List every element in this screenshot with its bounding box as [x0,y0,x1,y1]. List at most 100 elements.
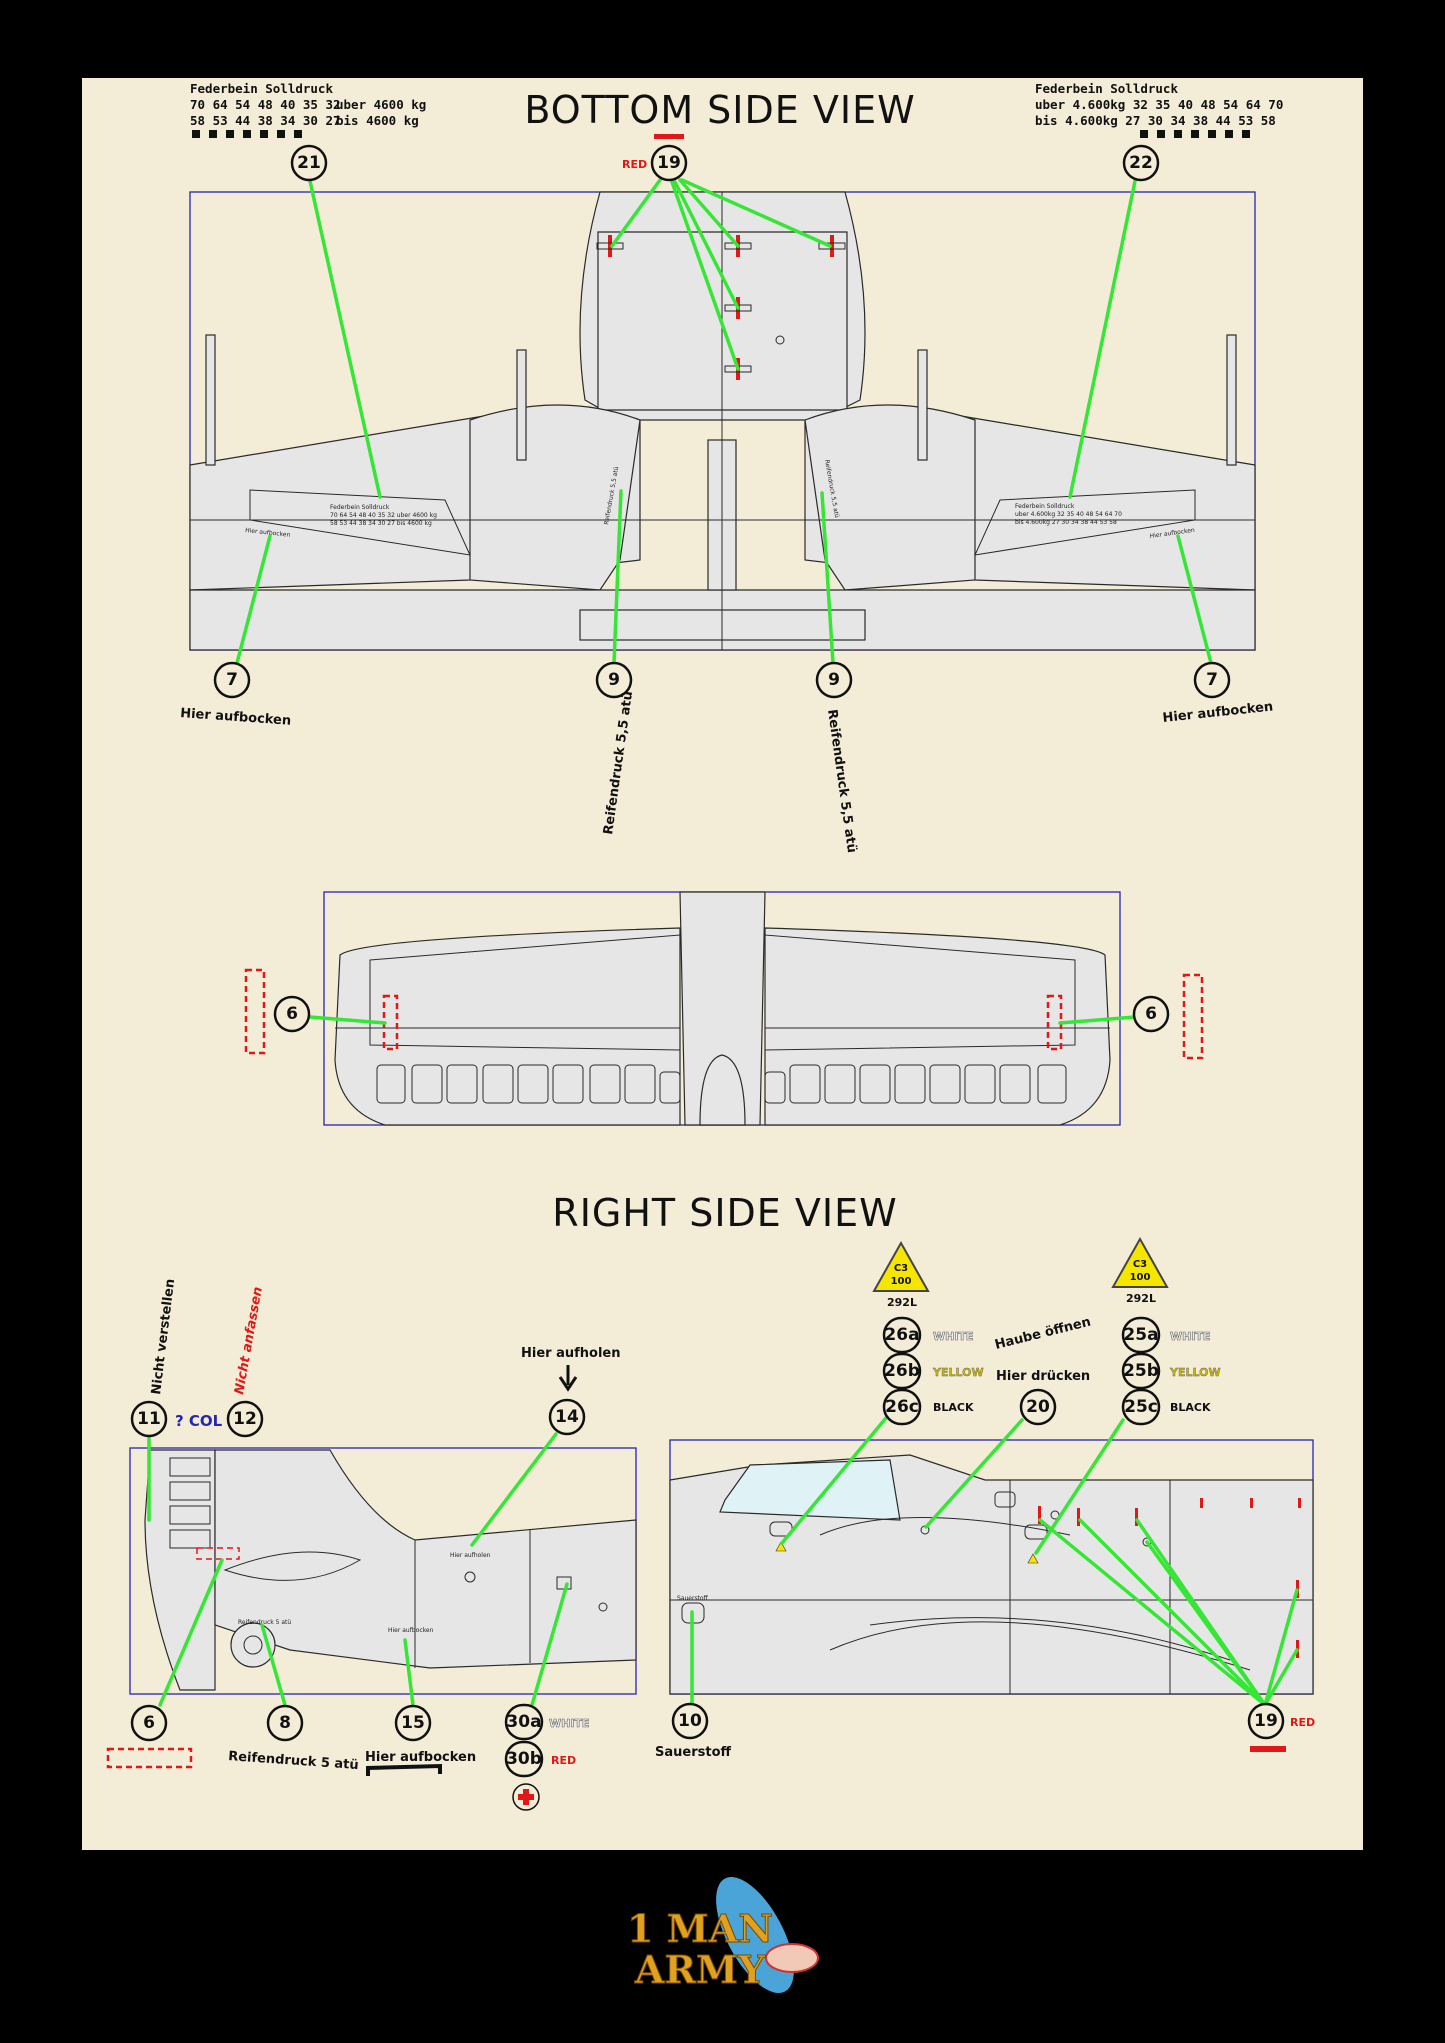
callout-8: 8 [266,1704,304,1742]
black-label: BLACK [1170,1401,1211,1414]
reifendruck-right: Reifendruck 5,5 atü [824,708,859,853]
leader [308,1015,387,1025]
callout-25b: 25b [1121,1352,1161,1390]
dashed-panel-marker [244,968,266,1055]
svg-text:9: 9 [608,670,620,690]
red-stripe-marker [654,134,684,139]
rear-fuselage-leaders [147,1432,569,1707]
svg-text:Hier aufbocken: Hier aufbocken [245,527,291,539]
callout-7-left: 7 [213,661,251,699]
table-heading: Federbein Solldruck [1035,81,1178,96]
white-label: WHITE [933,1330,973,1343]
logo-line-2: ARMY [634,1947,766,1992]
callout-25c: 25c [1121,1388,1161,1426]
callout-7-right: 7 [1193,661,1231,699]
reifendruck-5-label: Reifendruck 5 atü [228,1749,359,1773]
callout-26b: 26b [882,1352,922,1390]
arrow-down-icon [558,1365,578,1392]
svg-text:11: 11 [137,1409,161,1429]
svg-text:6: 6 [143,1713,155,1733]
callout-21: 21 [290,144,328,182]
one-man-army-logo: 1 MAN ARMY [627,1876,819,1994]
col-label: ? COL [175,1412,223,1430]
fuel-c3-triangle-left: C3 100 292L [872,1240,930,1309]
cockpit-drawing: Sauerstoff [669,1454,1314,1695]
svg-text:30a: 30a [506,1712,541,1732]
table-swatches [1140,130,1250,138]
table-row: bis 4.600kg 27 30 34 38 44 53 58 [1035,113,1276,128]
svg-text:Federbein Solldruck: Federbein Solldruck [1015,503,1075,510]
svg-text:100: 100 [1130,1272,1151,1283]
svg-text:10: 10 [678,1711,702,1731]
svg-text:9: 9 [828,670,840,690]
svg-text:Federbein Solldruck: Federbein Solldruck [330,504,390,511]
svg-text:Sauerstoff: Sauerstoff [677,1595,709,1602]
nicht-anfassen-label: Nicht anfassen [232,1286,266,1396]
hier-aufbocken-left: Hier aufbocken [180,706,292,729]
callout-10: 10 [671,1702,709,1740]
table-weight: bis 4600 kg [336,113,419,128]
svg-text:26c: 26c [885,1397,919,1417]
svg-text:7: 7 [226,670,238,690]
svg-text:6: 6 [1145,1004,1157,1024]
svg-text:58 53 44 38 34 30 27 bis: 58 53 44 38 34 30 27 bis 4600 kg [330,520,432,527]
callout-20: 20 [1019,1388,1057,1426]
svg-text:Hier aufholen: Hier aufholen [450,1552,491,1559]
svg-text:292L: 292L [1126,1292,1156,1305]
svg-text:Hier aufbocken: Hier aufbocken [388,1627,434,1634]
haube-offnen-label: Haube öffnen [993,1315,1092,1353]
right-view-title: RIGHT SIDE VIEW [552,1191,897,1235]
svg-text:C3: C3 [894,1263,908,1274]
svg-text:14: 14 [555,1407,579,1427]
table-row: 70 64 54 48 40 35 32 [190,97,341,112]
white-label: WHITE [549,1717,589,1730]
bottom-view-airframe [189,191,1256,651]
svg-text:8: 8 [279,1713,291,1733]
cockpit-leaders [690,1416,1299,1707]
strut-pressure-table-left: Federbein Solldruck 70 64 54 48 40 35 32… [190,81,426,138]
svg-text:26b: 26b [884,1361,920,1381]
table-row: 58 53 44 38 34 30 27 [190,113,341,128]
callout-30b: 30b [504,1740,544,1778]
red-label: RED [622,158,647,171]
svg-text:22: 22 [1129,153,1153,173]
hier-aufbocken-side: Hier aufbocken [365,1750,476,1765]
first-aid-icon [512,1783,540,1811]
callout-9-left: 9 [595,661,633,699]
svg-text:26a: 26a [884,1325,919,1345]
leader [1058,1015,1137,1025]
logo-line-1: 1 MAN [627,1906,773,1951]
bottom-view-leaders [235,178,1213,665]
callout-15: 15 [394,1704,432,1742]
red-label: RED [551,1754,576,1767]
bottom-view-title: BOTTOM SIDE VIEW [524,88,915,132]
callout-14: 14 [548,1398,586,1436]
callout-22: 22 [1122,144,1160,182]
jack-point-icon [366,1763,442,1776]
strut-pressure-table-right: Federbein Solldruck uber 4.600kg 32 35 4… [1035,81,1283,138]
svg-text:12: 12 [233,1409,257,1429]
callout-6-left: 6 [273,995,311,1033]
callout-19-side: 19 [1247,1702,1285,1740]
callout-12: 12 [226,1400,264,1438]
dashed-panel-marker [1182,973,1204,1060]
fuel-c3-triangle-right: C3 100 292L [1111,1236,1169,1305]
table-heading: Federbein Solldruck [190,81,333,96]
callout-30a: 30a [504,1703,544,1741]
tailplane-drawing [334,891,1111,1126]
svg-text:uber 4.600kg 32 35 40 48 54: uber 4.600kg 32 35 40 48 54 64 70 [1015,511,1122,518]
callout-26c: 26c [882,1388,922,1426]
svg-text:7: 7 [1206,670,1218,690]
red-stripe-marker [1250,1746,1286,1752]
svg-text:25a: 25a [1123,1325,1158,1345]
red-label: RED [1290,1716,1315,1729]
table-weight: uber 4600 kg [336,97,426,112]
svg-text:19: 19 [657,153,681,173]
svg-text:19: 19 [1254,1711,1278,1731]
svg-text:Reifendruck 5 atü: Reifendruck 5 atü [238,1619,291,1626]
table-row: uber 4.600kg 32 35 40 48 54 64 70 [1035,97,1283,112]
yellow-label: YELLOW [932,1366,984,1379]
dashed-panel-marker [106,1747,193,1769]
callout-11: 11 [130,1400,168,1438]
